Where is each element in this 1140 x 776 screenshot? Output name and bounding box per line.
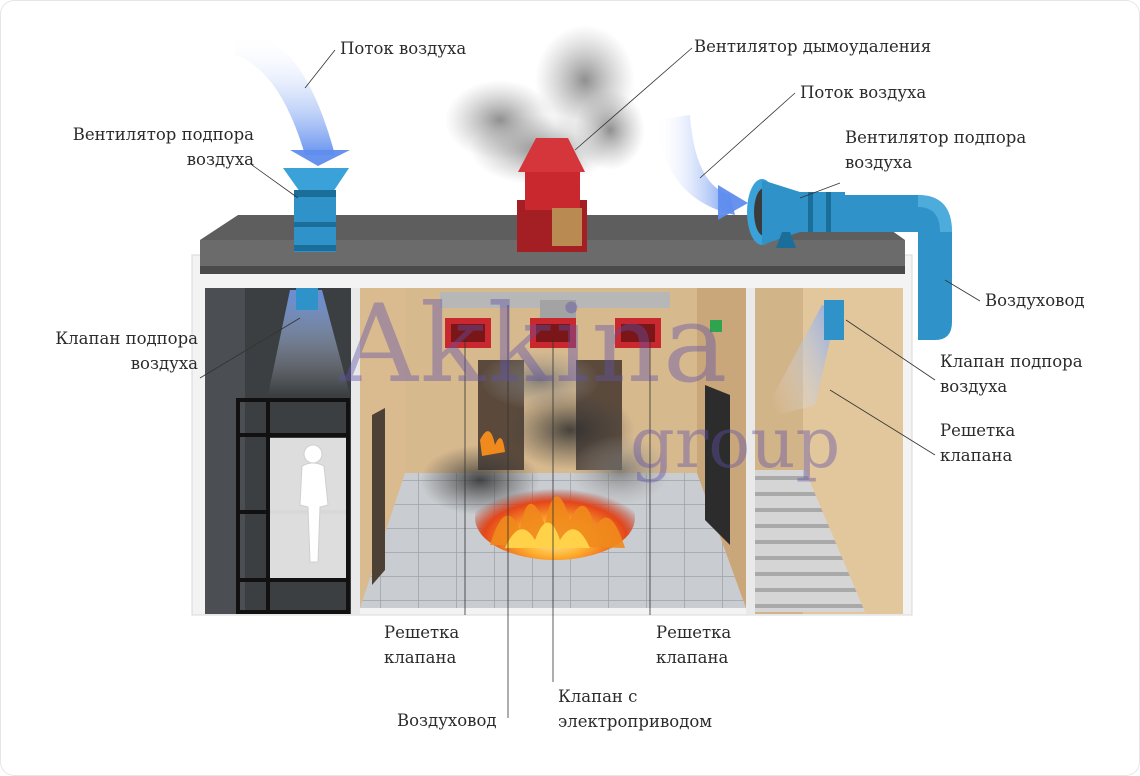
leader-lines [199,47,981,718]
airflow-arrow-left [235,34,335,155]
label-electric-valve: Клапан с электроприводом [558,687,713,731]
label-airflow-right: Поток воздуха [800,83,927,102]
label-grille-right: Решетка клапана [940,421,1016,465]
air-beam-left [268,290,350,395]
fire [475,431,635,560]
person-silhouette [299,444,329,563]
watermark-brand: Akkina [340,282,730,407]
label-airflow-left: Поток воздуха [340,39,467,58]
label-valve-right: Клапан подпора воздуха [940,352,1083,396]
duct-left [296,288,318,310]
smoke-exhaust-fan [517,138,587,252]
label-duct-bottom: Воздуховод [397,711,497,730]
label-smoke-fan: Вентилятор дымоудаления [694,37,932,56]
label-grille-bottom-left: Решетка клапана [384,623,460,667]
valve-right [824,300,844,340]
label-grille-bottom-right: Решетка клапана [656,623,732,667]
air-beam-right [760,305,837,420]
label-valve-left: Клапан подпора воздуха [55,329,198,373]
support-fan-right [747,179,845,248]
label-support-fan-left: Вентилятор подпора воздуха [72,125,254,169]
building [191,215,913,616]
airflow-arrow-right [655,115,735,215]
label-duct-right: Воздуховод [985,291,1085,310]
exit-sign [710,320,722,332]
support-fan-left [283,168,349,252]
duct-right [845,195,952,340]
label-support-fan-right: Вентилятор подпора воздуха [845,128,1027,172]
airflow-arrowhead-right [718,185,748,220]
airflow-arrowhead-left [290,150,350,166]
watermark-sub: group [630,402,841,484]
